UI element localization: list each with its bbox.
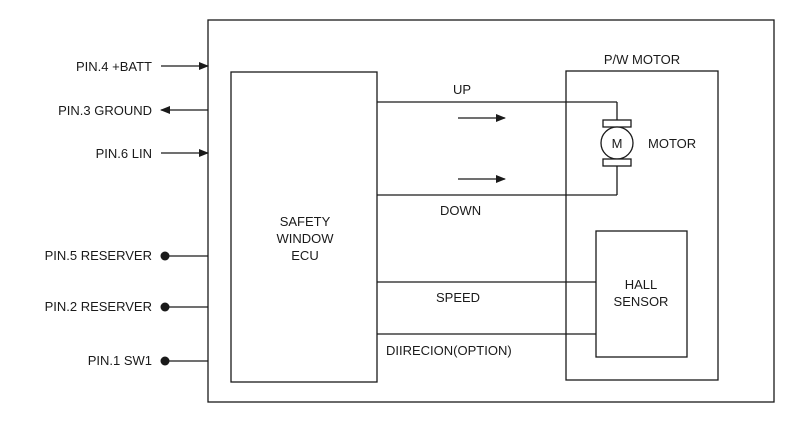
ecu-label-line3: ECU <box>291 248 318 263</box>
pin-lin-label: PIN.6 LIN <box>96 146 152 161</box>
speed-label: SPEED <box>436 290 480 305</box>
direction-label: DIIRECION(OPTION) <box>386 343 512 358</box>
motor-label: MOTOR <box>648 136 696 151</box>
pin-batt-label: PIN.4 +BATT <box>76 59 152 74</box>
pw-motor-title: P/W MOTOR <box>604 52 680 67</box>
ecu-box <box>230 71 378 383</box>
pin-reserver2-label: PIN.2 RESERVER <box>45 299 152 314</box>
pin-sw1-label: PIN.1 SW1 <box>88 353 152 368</box>
ecu-label-line2: WINDOW <box>276 231 334 246</box>
hall-sensor-label-line1: HALL <box>625 277 658 292</box>
down-label: DOWN <box>440 203 481 218</box>
motor-symbol-letter: M <box>612 136 623 151</box>
ecu-label-line1: SAFETY <box>280 214 331 229</box>
hall-sensor-box <box>595 230 688 358</box>
pin-reserver5-label: PIN.5 RESERVER <box>45 248 152 263</box>
pin-ground-label: PIN.3 GROUND <box>58 103 152 118</box>
pw-motor-box <box>565 70 719 381</box>
motor-symbol: M <box>600 102 634 195</box>
hall-sensor-label-line2: SENSOR <box>614 294 669 309</box>
up-label: UP <box>453 82 471 97</box>
